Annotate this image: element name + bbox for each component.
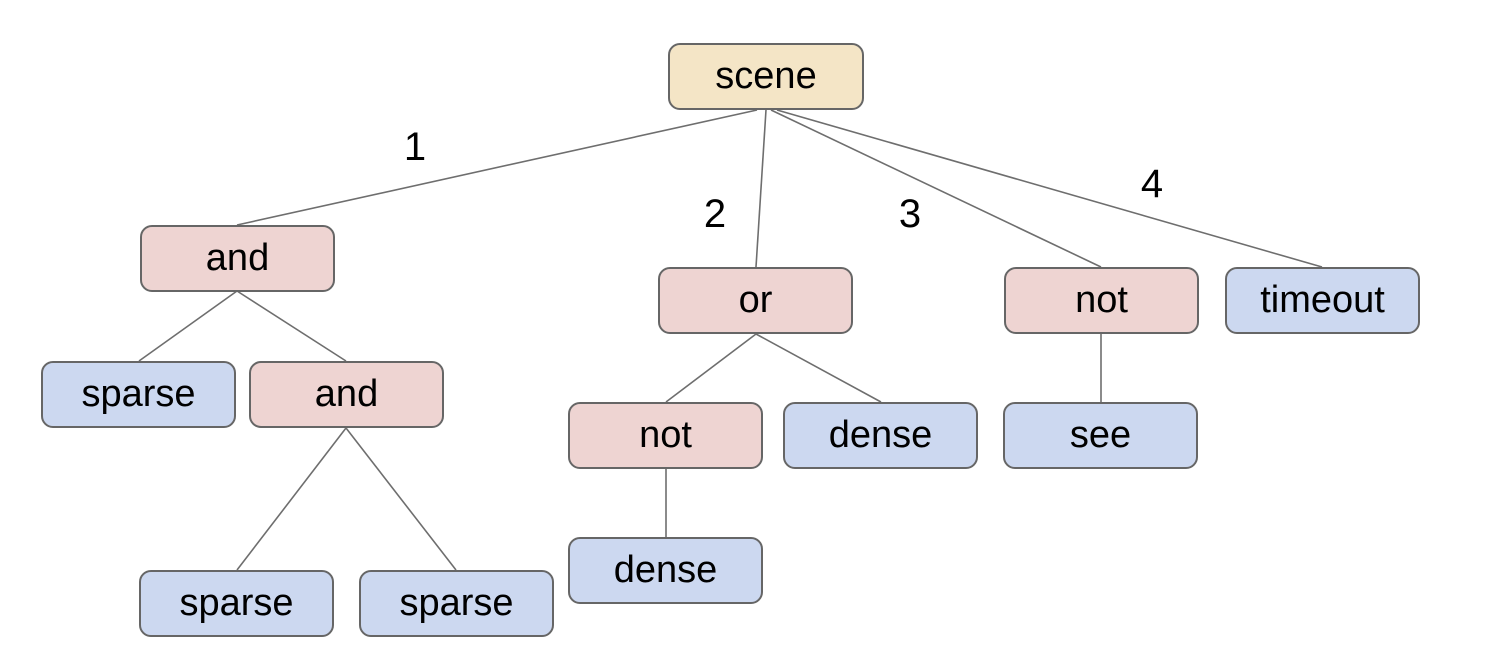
- node-and-2: and: [249, 361, 444, 428]
- node-sparse-1: sparse: [41, 361, 236, 428]
- node-scene: scene: [668, 43, 864, 110]
- node-dense-2: dense: [568, 537, 763, 604]
- edge-scene-timeout-1: [776, 109, 1323, 268]
- edge-label-2: 2: [703, 192, 727, 236]
- edge-scene-or-1: [755, 109, 767, 268]
- node-see-1: see: [1003, 402, 1198, 469]
- edge-and-2-sparse-2: [236, 427, 347, 571]
- node-not-2: not: [568, 402, 763, 469]
- node-dense-1: dense: [783, 402, 978, 469]
- edge-or-1-dense-1: [755, 333, 882, 403]
- node-timeout-1: timeout: [1225, 267, 1420, 334]
- node-not-1: not: [1004, 267, 1199, 334]
- edge-and-1-and-2: [236, 290, 347, 362]
- node-or-1: or: [658, 267, 853, 334]
- edge-and-1-sparse-1: [138, 290, 238, 362]
- edge-and-2-sparse-3: [345, 427, 457, 571]
- edge-label-4: 4: [1140, 162, 1164, 206]
- edge-label-1: 1: [403, 125, 427, 169]
- edge-scene-and-1: [236, 109, 758, 226]
- node-and-1: and: [140, 225, 335, 292]
- edge-scene-not-1: [770, 109, 1102, 268]
- node-sparse-2: sparse: [139, 570, 334, 637]
- edge-label-3: 3: [898, 192, 922, 236]
- node-sparse-3: sparse: [359, 570, 554, 637]
- edge-or-1-not-2: [665, 333, 757, 403]
